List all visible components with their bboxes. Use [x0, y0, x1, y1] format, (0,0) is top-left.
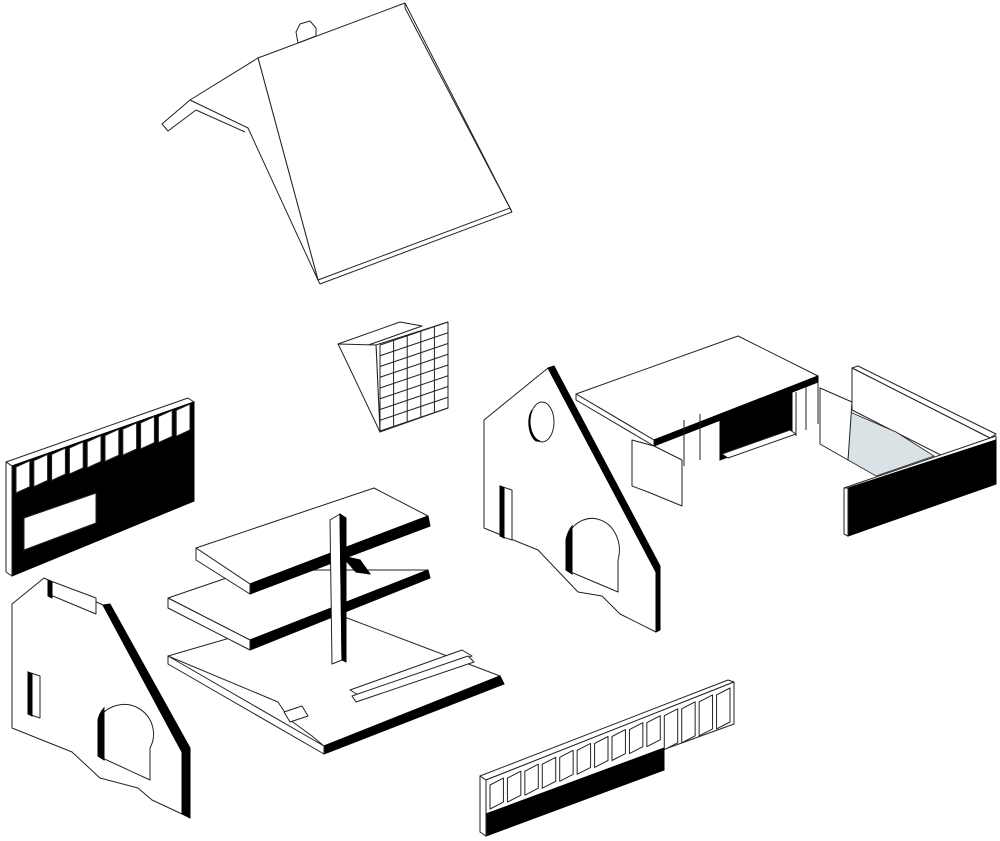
shelf-board: [379, 386, 449, 410]
shelf-board: [379, 396, 449, 421]
shelf-board: [379, 407, 449, 432]
enclosure-box: [575, 335, 997, 537]
front-window: [524, 763, 539, 796]
front-window: [681, 701, 696, 744]
front-window: [489, 777, 504, 810]
gable-wall-left: [11, 577, 191, 819]
front-window: [716, 687, 731, 730]
shelving-unit: [337, 321, 449, 433]
shelf-board: [379, 375, 449, 400]
floor-platforms: [167, 487, 505, 755]
front-window: [611, 729, 626, 761]
gable-roof: [161, 2, 513, 285]
clerestory-window: [104, 428, 120, 462]
front-window: [663, 708, 679, 751]
clerestory-window: [68, 441, 84, 475]
gable-wall-right: [483, 365, 661, 633]
clerestory-wall-left: [5, 397, 195, 577]
front-window: [559, 749, 574, 782]
front-window: [594, 736, 609, 768]
front-window: [576, 742, 592, 775]
window-wall-front: [479, 679, 735, 837]
clerestory-window: [33, 453, 49, 488]
shelf-board: [379, 332, 449, 357]
clerestory-window: [86, 435, 102, 469]
clerestory-window: [51, 447, 66, 481]
clerestory-window: [122, 422, 138, 456]
shelf-board: [379, 343, 449, 367]
front-window: [646, 715, 661, 748]
clerestory-window: [157, 409, 173, 444]
front-window: [698, 694, 714, 737]
shelf-board: [379, 321, 449, 346]
front-window: [541, 756, 557, 789]
clerestory-window: [175, 403, 191, 437]
shelf-board: [379, 364, 449, 389]
shelf-board: [379, 353, 449, 378]
clerestory-window: [140, 416, 155, 450]
clerestory-window: [15, 460, 31, 494]
front-window: [506, 770, 522, 803]
front-window: [628, 722, 644, 755]
